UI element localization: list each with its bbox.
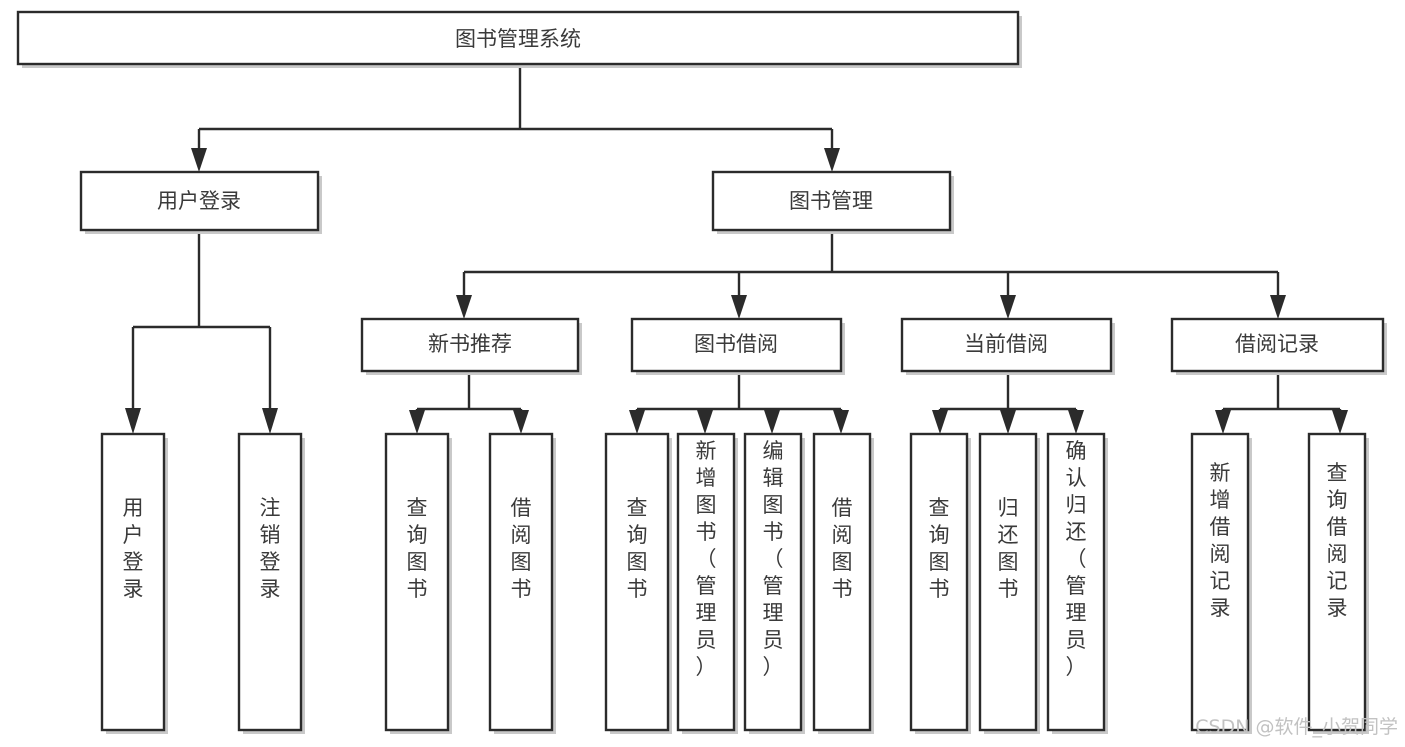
node-leaf-add-record-label: 新增借阅记录 (1210, 461, 1231, 620)
node-current-borrow-label: 当前借阅 (964, 332, 1048, 356)
node-book-manage[interactable]: 图书管理 (711, 170, 954, 234)
node-leaf-user-login[interactable]: 用户登录 (100, 432, 168, 734)
node-leaf-query-book-1[interactable]: 查询图书 (384, 432, 452, 734)
node-borrow-record[interactable]: 借阅记录 (1170, 317, 1387, 375)
node-leaf-logout[interactable]: 注销登录 (237, 432, 305, 734)
node-leaf-borrow-book-2-label: 借阅图书 (832, 496, 853, 601)
node-new-book-rec-label: 新书推荐 (428, 332, 512, 356)
node-new-book-rec[interactable]: 新书推荐 (360, 317, 582, 375)
node-book-borrow-label: 图书借阅 (694, 332, 778, 356)
node-leaf-query-book-3-label: 查询图书 (929, 496, 950, 601)
node-book-manage-label: 图书管理 (789, 189, 873, 213)
csdn-watermark: CSDN @软件_小贺同学 (1195, 716, 1398, 738)
node-leaf-add-record[interactable]: 新增借阅记录 (1190, 432, 1252, 734)
node-leaf-add-book-label: 新增图书（管理员） (696, 439, 717, 679)
connector-root-to-level1 (191, 68, 840, 172)
node-leaf-query-book-2[interactable]: 查询图书 (604, 432, 672, 734)
connector-userlogin-to-leaves (125, 232, 278, 434)
node-leaf-edit-book-label: 编辑图书（管理员） (763, 439, 784, 679)
node-leaf-query-book-3[interactable]: 查询图书 (909, 432, 971, 734)
connector-bookmanage-to-level2 (456, 232, 1286, 319)
node-leaf-logout-label: 注销登录 (260, 496, 281, 601)
node-leaf-query-book-1-label: 查询图书 (407, 496, 428, 601)
node-leaf-add-book[interactable]: 新增图书（管理员） (676, 432, 738, 734)
node-leaf-confirm-return[interactable]: 确认归还（管理员） (1046, 432, 1108, 734)
connector-layer (125, 68, 1348, 434)
node-leaf-confirm-return-label: 确认归还（管理员） (1066, 439, 1087, 679)
connector-currentborrow-to-leaves (932, 372, 1084, 434)
node-leaf-user-login-label: 用户登录 (123, 496, 144, 601)
node-current-borrow[interactable]: 当前借阅 (900, 317, 1115, 375)
node-user-login-label: 用户登录 (157, 189, 241, 213)
node-root-label: 图书管理系统 (455, 27, 581, 51)
node-leaf-return-book-label: 归还图书 (998, 496, 1019, 601)
node-root[interactable]: 图书管理系统 (16, 10, 1022, 68)
node-book-borrow[interactable]: 图书借阅 (630, 317, 845, 375)
connector-bookborrow-to-leaves (629, 372, 849, 434)
node-leaf-query-book-2-label: 查询图书 (627, 496, 648, 601)
node-borrow-record-label: 借阅记录 (1235, 332, 1319, 356)
node-leaf-query-record-label: 查询借阅记录 (1327, 461, 1348, 620)
node-leaf-borrow-book-2[interactable]: 借阅图书 (812, 432, 874, 734)
node-leaf-return-book[interactable]: 归还图书 (978, 432, 1040, 734)
node-leaf-query-record[interactable]: 查询借阅记录 (1307, 432, 1369, 734)
connector-borrowrecord-to-leaves (1215, 372, 1348, 434)
connector-newbook-to-leaves (409, 372, 529, 434)
node-leaf-borrow-book-1-label: 借阅图书 (511, 496, 532, 601)
node-leaf-borrow-book-1[interactable]: 借阅图书 (488, 432, 556, 734)
node-leaf-edit-book[interactable]: 编辑图书（管理员） (743, 432, 805, 734)
node-user-login[interactable]: 用户登录 (79, 170, 322, 234)
